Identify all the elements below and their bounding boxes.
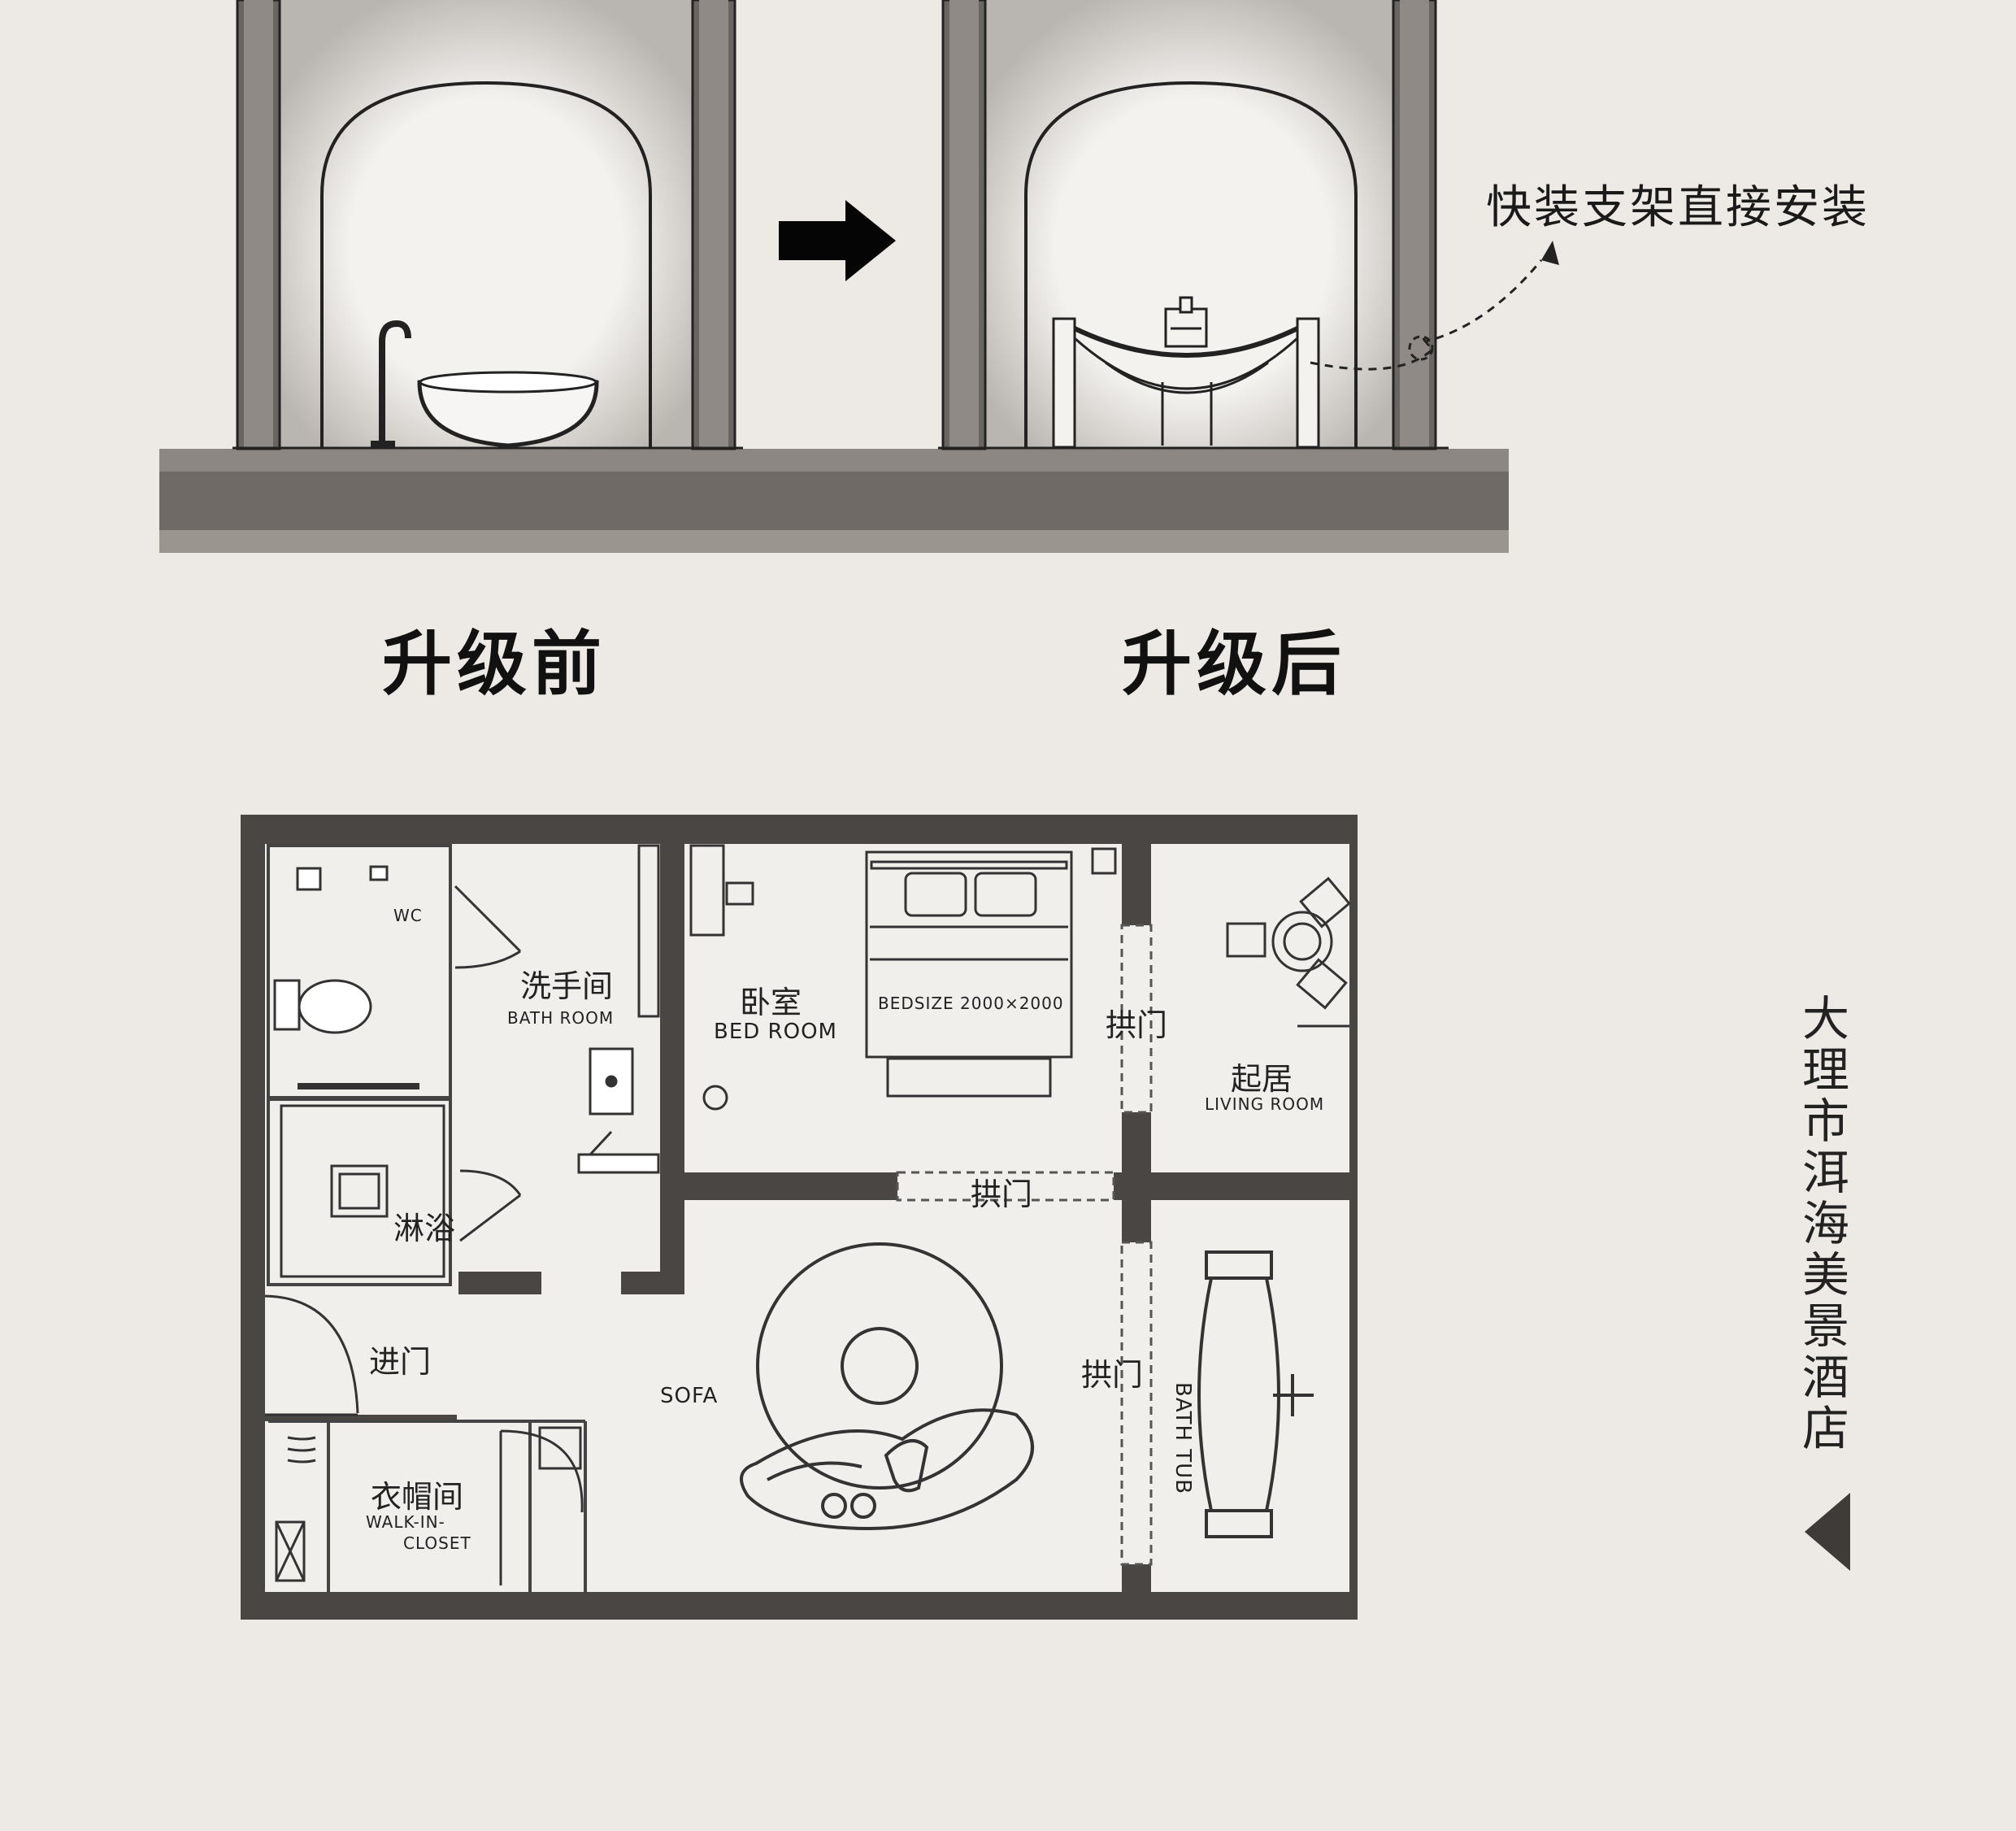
after-label: 升级后 <box>1122 624 1346 705</box>
label-arch-lower: 拱门 <box>1081 1357 1144 1393</box>
label-washroom-zh: 洗手间 <box>520 968 614 1004</box>
living-table-icon <box>1226 876 1351 1028</box>
label-sofa: SOFA <box>660 1384 719 1408</box>
label-bedroom-zh: 卧室 <box>740 985 802 1020</box>
triangle-left-icon[interactable] <box>1803 1491 1852 1572</box>
toilet-icon <box>273 865 389 1034</box>
label-washroom-en: BATH ROOM <box>507 1008 615 1028</box>
before-niche <box>232 0 743 450</box>
label-closet-zh: 衣帽间 <box>371 1479 464 1515</box>
label-wc: WC <box>393 906 423 925</box>
label-entrance: 进门 <box>369 1344 432 1380</box>
bed-icon <box>689 844 1117 1098</box>
label-closet-en-1: WALK-IN- <box>366 1512 445 1532</box>
arrow-right-icon <box>779 200 896 281</box>
faucet-icon <box>1164 296 1208 348</box>
floor-slab <box>159 449 1509 553</box>
install-note: 快装支架直接安装 <box>1486 181 1870 234</box>
faucet-icon <box>371 320 411 447</box>
callout-dashed-arrow <box>1310 241 1559 371</box>
before-label: 升级前 <box>382 624 606 705</box>
after-niche <box>938 0 1449 450</box>
vertical-title: 大理市洱海美景酒店 <box>1801 991 1849 1456</box>
label-living-zh: 起居 <box>1231 1061 1293 1097</box>
round-sofa-icon <box>740 1242 1034 1531</box>
bathtub-icon <box>1197 1250 1314 1538</box>
label-bedroom-en: BED ROOM <box>714 1020 837 1044</box>
label-arch-middle: 拱门 <box>971 1176 1033 1212</box>
label-bedsize: BEDSIZE 2000×2000 <box>878 994 1064 1013</box>
label-living-en: LIVING ROOM <box>1205 1094 1325 1114</box>
label-arch-bedroom: 拱门 <box>1106 1007 1168 1043</box>
label-shower: 淋浴 <box>393 1211 456 1246</box>
upgrade-comparison-illustration <box>159 0 1559 553</box>
label-bathtub: BATH TUB <box>1171 1382 1195 1495</box>
vessel-basin-icon <box>417 371 599 448</box>
quick-install-bracket-icon <box>1052 317 1320 449</box>
chair-icon <box>702 1085 728 1111</box>
label-closet-en-2: CLOSET <box>403 1533 471 1553</box>
